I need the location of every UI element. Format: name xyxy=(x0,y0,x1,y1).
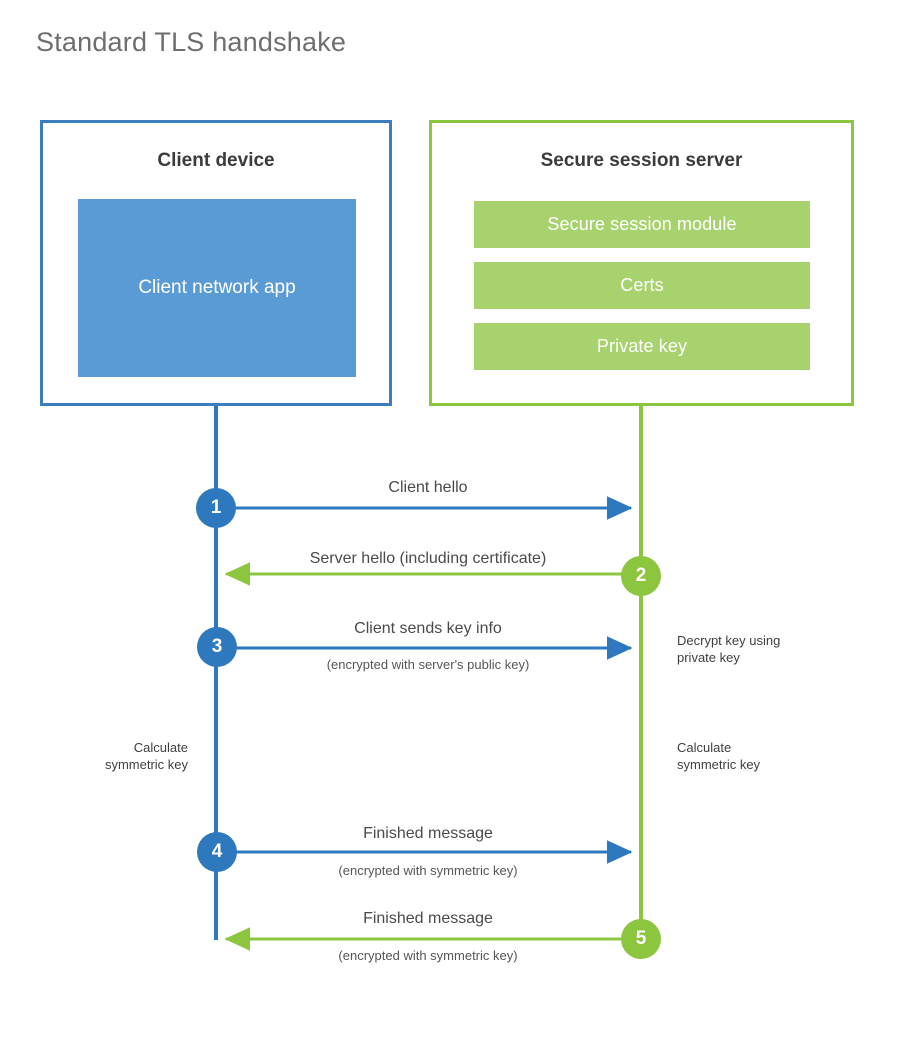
server-component-certs: Certs xyxy=(474,262,810,309)
step-3-sublabel: (encrypted with server's public key) xyxy=(326,657,530,672)
step-4-label: Finished message xyxy=(363,825,493,842)
step-3-label: Client sends key info xyxy=(354,620,502,637)
step-2-marker[interactable]: 2 xyxy=(621,556,661,596)
client-device-box: Client device Client network app xyxy=(40,120,392,406)
step-5-sublabel: (encrypted with symmetric key) xyxy=(338,948,518,963)
step-3-marker[interactable]: 3 xyxy=(197,627,237,667)
server-component-private-key: Private key xyxy=(474,323,810,370)
server-component-secure-session-module: Secure session module xyxy=(474,201,810,248)
secure-session-server-title: Secure session server xyxy=(540,150,743,171)
step-number: 3 xyxy=(211,636,223,657)
step-number: 2 xyxy=(635,565,647,586)
step-number: 5 xyxy=(635,928,647,949)
client-device-title: Client device xyxy=(157,150,275,171)
server-component-label: Certs xyxy=(620,275,664,295)
server-decrypt-note: Decrypt key using private key xyxy=(677,633,781,666)
client-network-app-block: Client network app xyxy=(78,199,356,377)
step-number: 4 xyxy=(211,841,223,862)
step-1-marker[interactable]: 1 xyxy=(196,488,236,528)
server-component-label: Private key xyxy=(596,336,688,356)
step-number: 1 xyxy=(210,497,222,518)
secure-session-server-box: Secure session server Secure session mod… xyxy=(429,120,854,406)
client-network-app-label: Client network app xyxy=(138,276,296,298)
step-4-marker[interactable]: 4 xyxy=(197,832,237,872)
server-calculate-symmetric-key-note: Calculate symmetric key xyxy=(677,740,761,773)
step-4-sublabel: (encrypted with symmetric key) xyxy=(338,863,518,878)
step-2-label: Server hello (including certificate) xyxy=(309,550,547,567)
server-component-label: Secure session module xyxy=(547,214,737,234)
step-1-label: Client hello xyxy=(388,479,468,496)
server-components-list: Secure session module Certs Private key xyxy=(474,201,810,370)
step-5-marker[interactable]: 5 xyxy=(621,919,661,959)
step-5-label: Finished message xyxy=(363,910,493,927)
page-title: Standard TLS handshake xyxy=(36,27,347,57)
client-calculate-symmetric-key-note: Calculate symmetric key xyxy=(104,740,188,773)
